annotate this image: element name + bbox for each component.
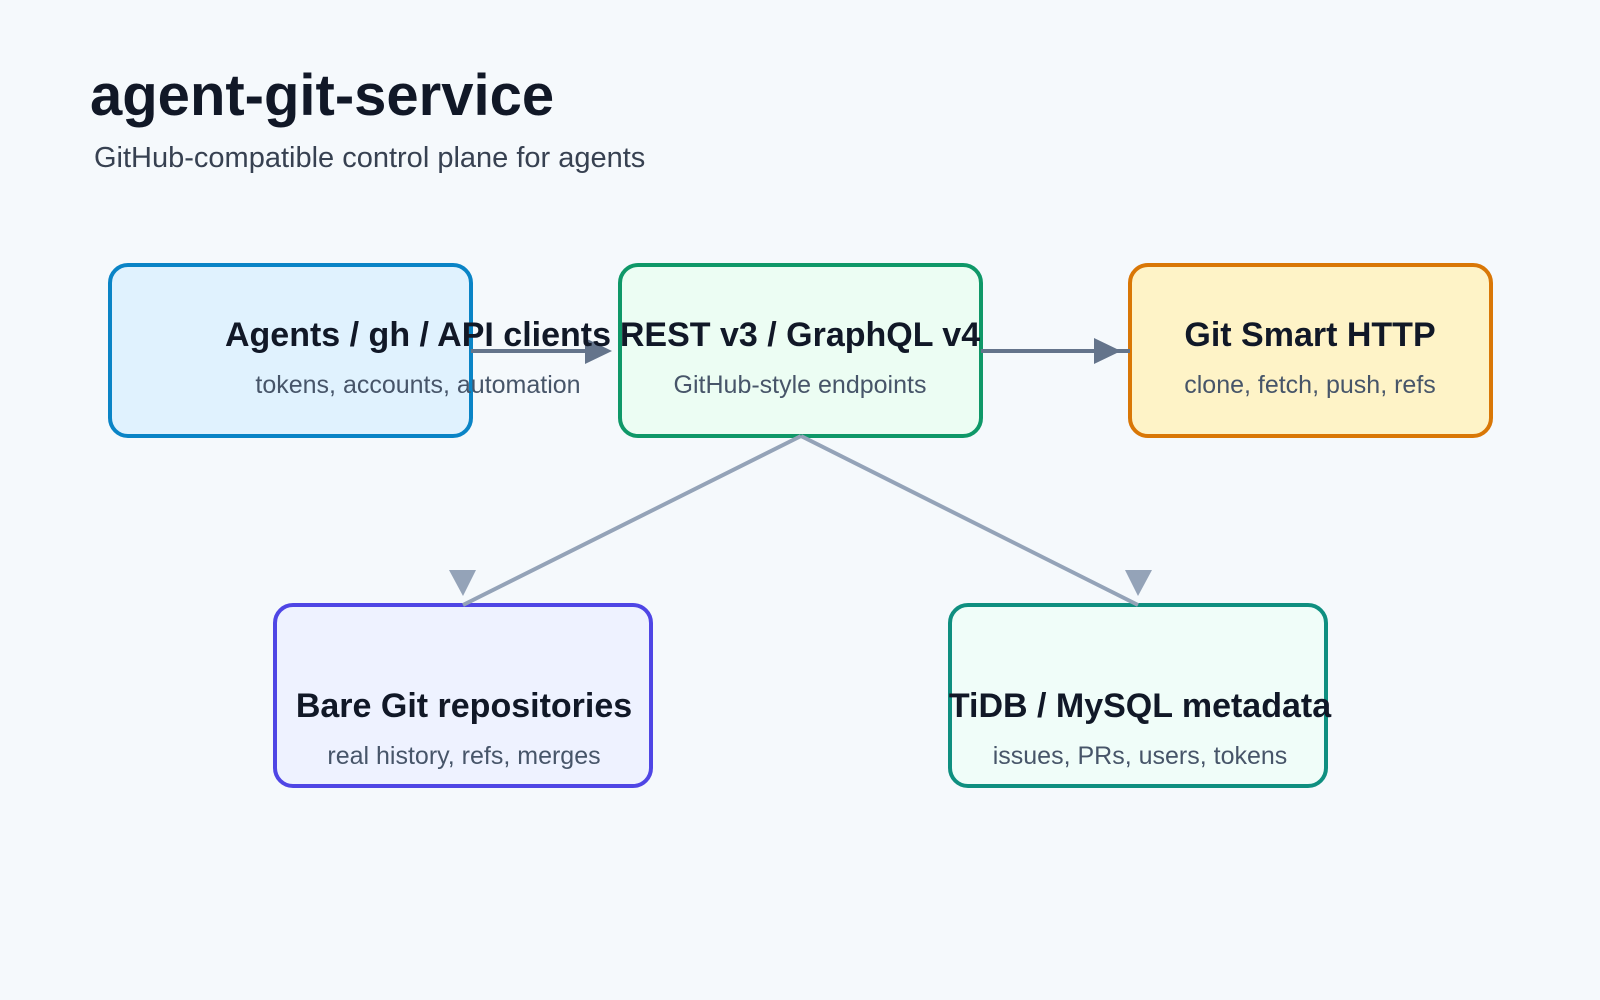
arrowhead-api-to-metadata bbox=[1125, 570, 1152, 596]
diagram-subtitle: GitHub-compatible control plane for agen… bbox=[94, 142, 645, 174]
arrowhead-api-to-git-http bbox=[1094, 338, 1121, 364]
node-api-title: REST v3 / GraphQL v4 bbox=[620, 316, 980, 354]
connectors bbox=[449, 338, 1152, 607]
node-metadata-subtitle: issues, PRs, users, tokens bbox=[993, 742, 1288, 770]
diagram-title: agent-git-service bbox=[90, 63, 554, 128]
node-metadata-title: TiDB / MySQL metadata bbox=[949, 687, 1332, 725]
node-repos-title: Bare Git repositories bbox=[296, 687, 632, 725]
arrowhead-api-to-repos bbox=[449, 570, 476, 596]
node-clients-title: Agents / gh / API clients bbox=[225, 316, 611, 354]
node-clients-subtitle: tokens, accounts, automation bbox=[255, 371, 580, 399]
node-git-http-subtitle: clone, fetch, push, refs bbox=[1184, 371, 1436, 399]
arrow-api-to-repos bbox=[462, 434, 802, 607]
node-repos-subtitle: real history, refs, merges bbox=[327, 742, 600, 770]
arrow-api-to-metadata bbox=[800, 434, 1139, 607]
node-git-http-title: Git Smart HTTP bbox=[1184, 316, 1435, 354]
arrowhead-clients-to-api bbox=[585, 338, 612, 364]
node-api-subtitle: GitHub-style endpoints bbox=[674, 371, 927, 399]
